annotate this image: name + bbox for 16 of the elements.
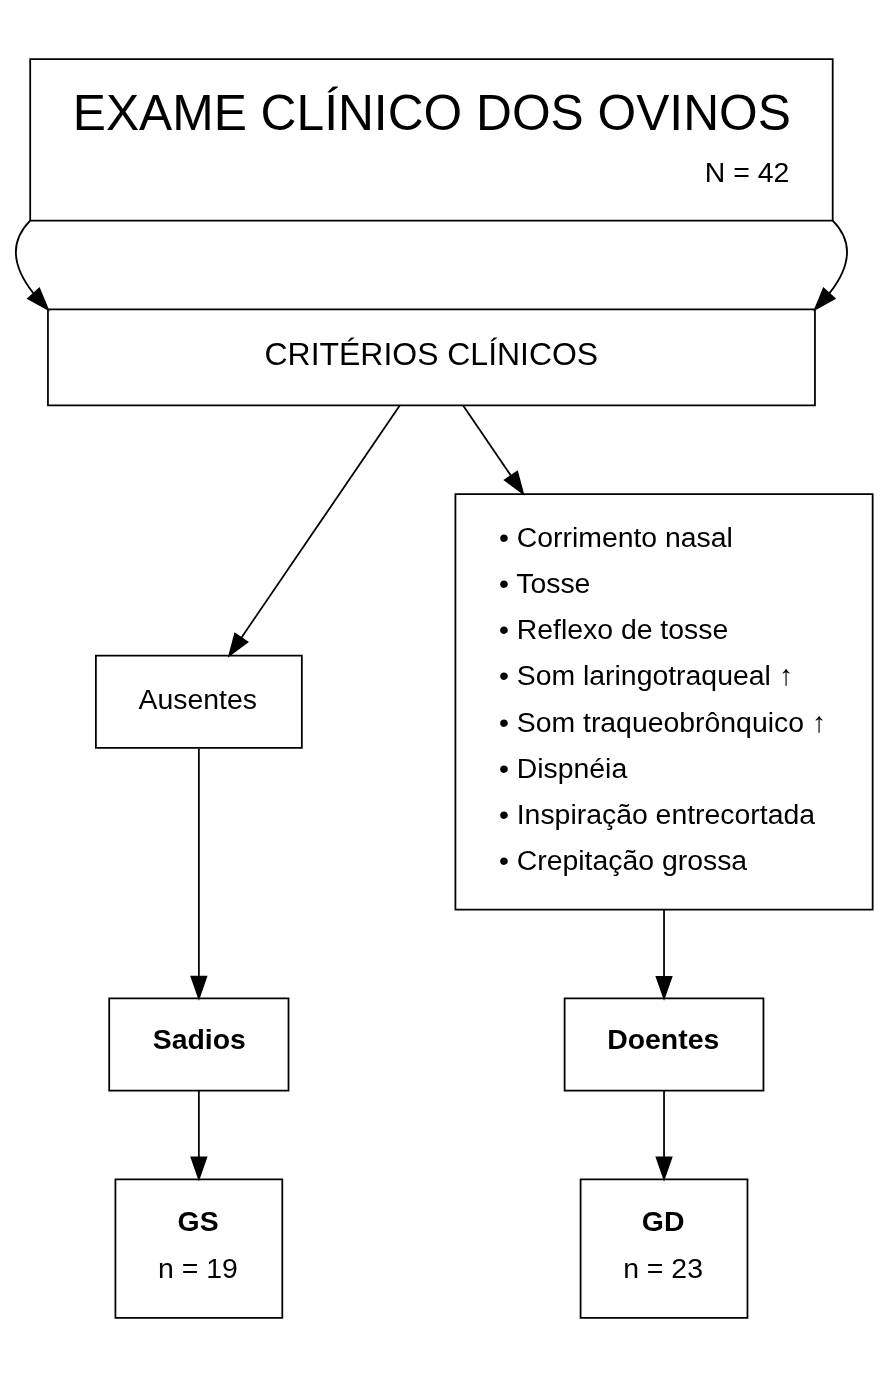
arrow (462, 404, 525, 496)
node-box: GS n = 19 (114, 1178, 284, 1319)
arrow (655, 1089, 673, 1181)
arrow (813, 219, 848, 311)
node-box: GD n = 23 (579, 1178, 749, 1319)
node-box: Doentes (563, 996, 765, 1092)
node-box: • Corrimento nasal • Tosse • Reflexo de tosse • Som laringotraqueal ↑ • Som traqueobrônquico ↑ • Dispnéia • Inspiração entrecortada • Crepitação grossa (454, 492, 874, 910)
arrow (655, 908, 673, 1001)
node-box: EXAME CLÍNICO DOS OVINOS N = 42 (29, 57, 834, 222)
arrow (190, 1089, 208, 1181)
node-box: Sadios (108, 996, 290, 1092)
arrow (14, 219, 50, 311)
node-box: Ausentes (95, 654, 303, 749)
arrow (190, 747, 208, 1001)
arrow (227, 404, 401, 658)
node-box: CRITÉRIOS CLÍNICOS (47, 308, 816, 406)
